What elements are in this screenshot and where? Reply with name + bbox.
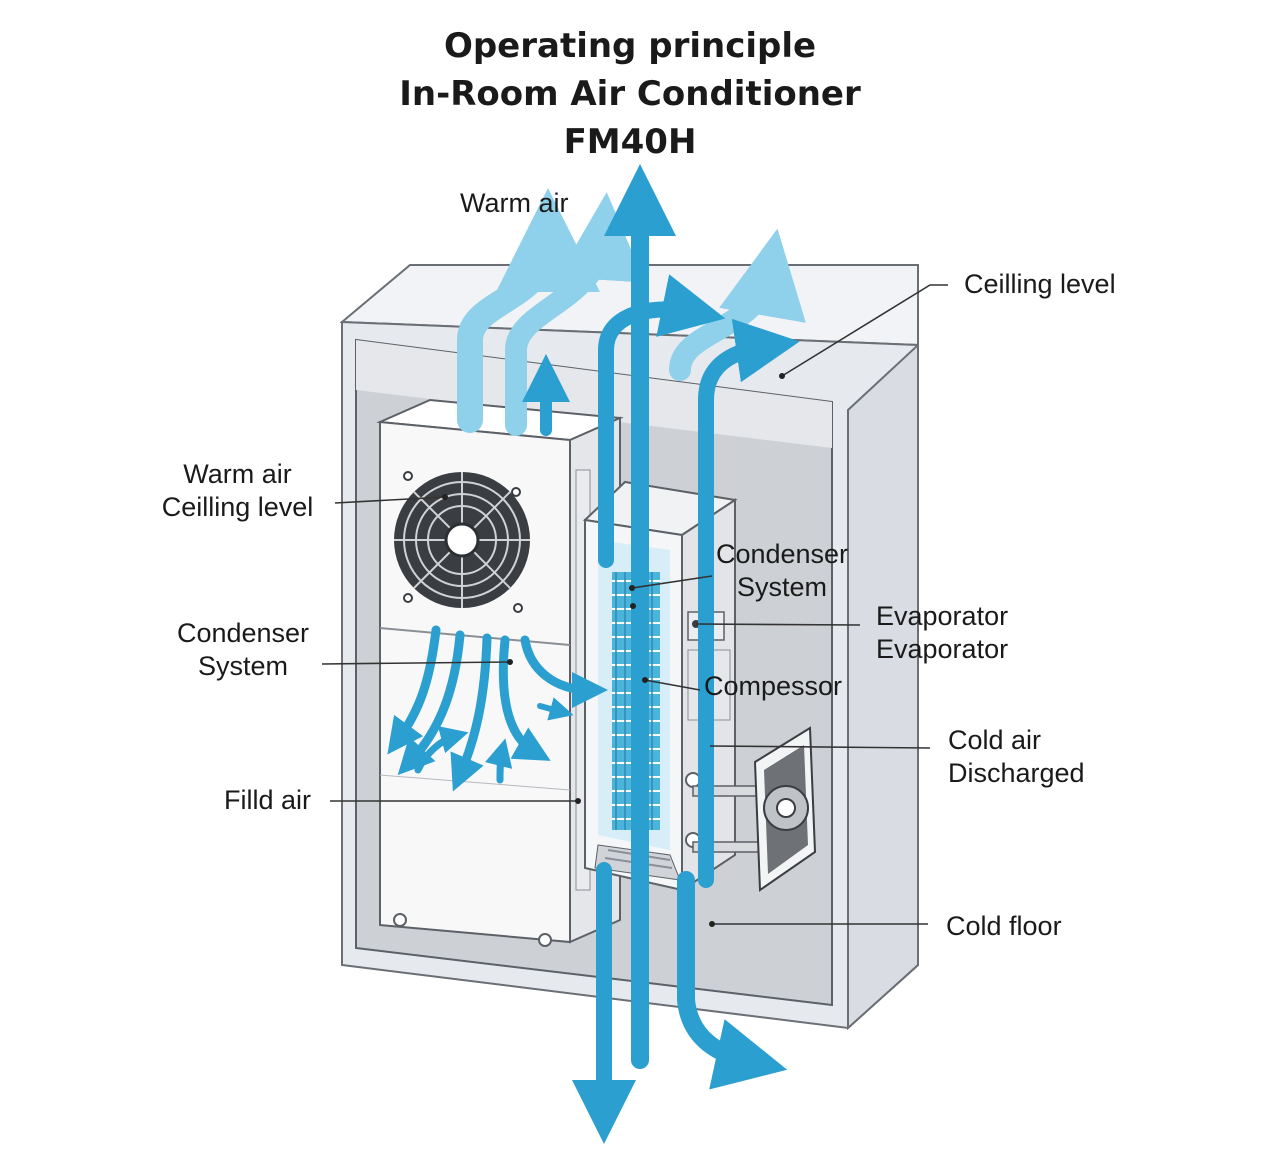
label-warm-air-ceiling: Warm air Ceilling level <box>150 458 325 524</box>
label-condenser-system-left: Condenser System <box>168 617 318 683</box>
discharge-fan <box>692 726 817 892</box>
label-compressor: Compessor <box>704 671 843 701</box>
label-filld-air: Filld air <box>224 785 312 815</box>
label-condenser-system-center: Condenser System <box>712 538 852 604</box>
label-ceiling-level: Ceilling level <box>964 269 1116 299</box>
title-line-3: FM40H <box>563 122 697 162</box>
leader-lines <box>321 284 948 925</box>
airflow-arrows <box>387 164 800 1144</box>
leader-dots <box>442 373 785 927</box>
title-line-1: Operating principle <box>443 26 817 66</box>
label-cold-air-line-1: Cold air <box>948 725 1042 755</box>
label-evaporator-line-1: Evaporator <box>876 601 1009 631</box>
label-cold-air-line-2: Discharged <box>948 758 1085 788</box>
label-condenser-left-line-1: Condenser <box>176 618 310 648</box>
label-condenser-left-line-2: System <box>197 651 289 681</box>
label-evaporator-line-2: Evaporator <box>876 634 1009 664</box>
label-condenser-center-line-1: Condenser <box>715 539 849 569</box>
label-warm-air-top: Warm air <box>460 188 569 218</box>
page-title: Operating principle In-Room Air Conditio… <box>0 22 1260 166</box>
label-warm-air-ceiling-line-2: Ceilling level <box>161 492 314 522</box>
label-condenser-center-line-2: System <box>736 572 828 602</box>
label-evaporator: Evaporator Evaporator <box>876 600 1008 666</box>
label-cold-floor: Cold floor <box>946 911 1062 941</box>
title-line-2: In-Room Air Conditioner <box>399 74 861 114</box>
fan-grille <box>394 471 530 613</box>
label-cold-air-discharged: Cold air Discharged <box>948 724 1085 790</box>
label-warm-air-ceiling-line-1: Warm air <box>183 459 292 489</box>
